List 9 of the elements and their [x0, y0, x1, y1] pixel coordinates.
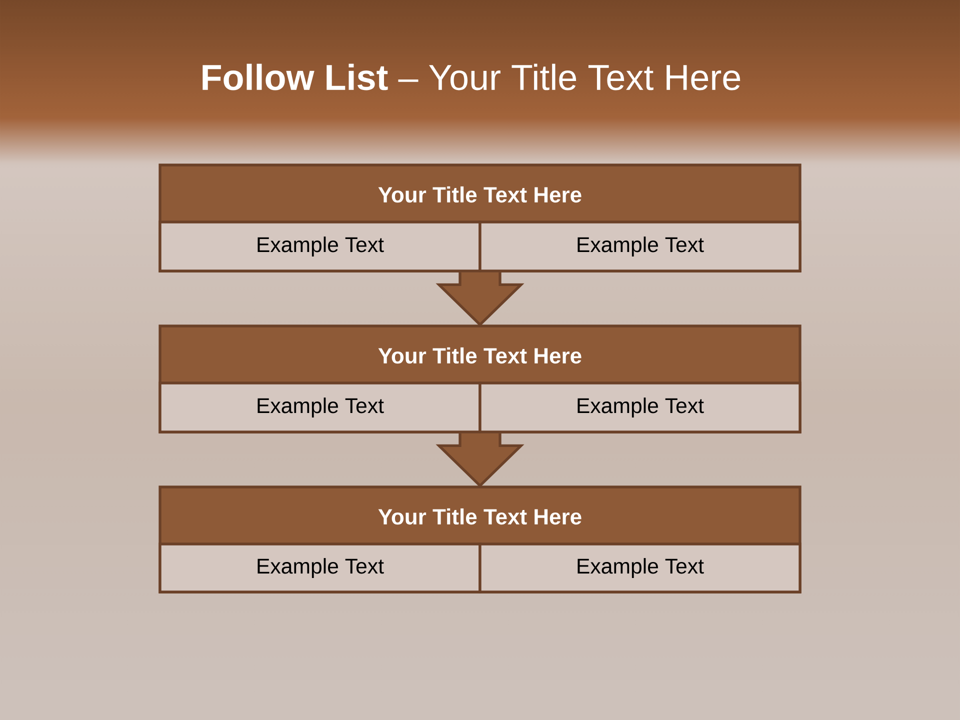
- block-arrow: [436, 432, 524, 488]
- text-cell: Example Text: [478, 220, 802, 272]
- text-cell: Example Text: [478, 542, 802, 594]
- text-cell: Example Text: [158, 542, 482, 594]
- text-cell: Example Text: [158, 382, 482, 434]
- title: Follow List – Your Title Text Here: [202, 64, 740, 90]
- text-cell: Example Text: [158, 220, 482, 272]
- block-arrow: [436, 271, 524, 327]
- text-cell: Example Text: [478, 382, 802, 434]
